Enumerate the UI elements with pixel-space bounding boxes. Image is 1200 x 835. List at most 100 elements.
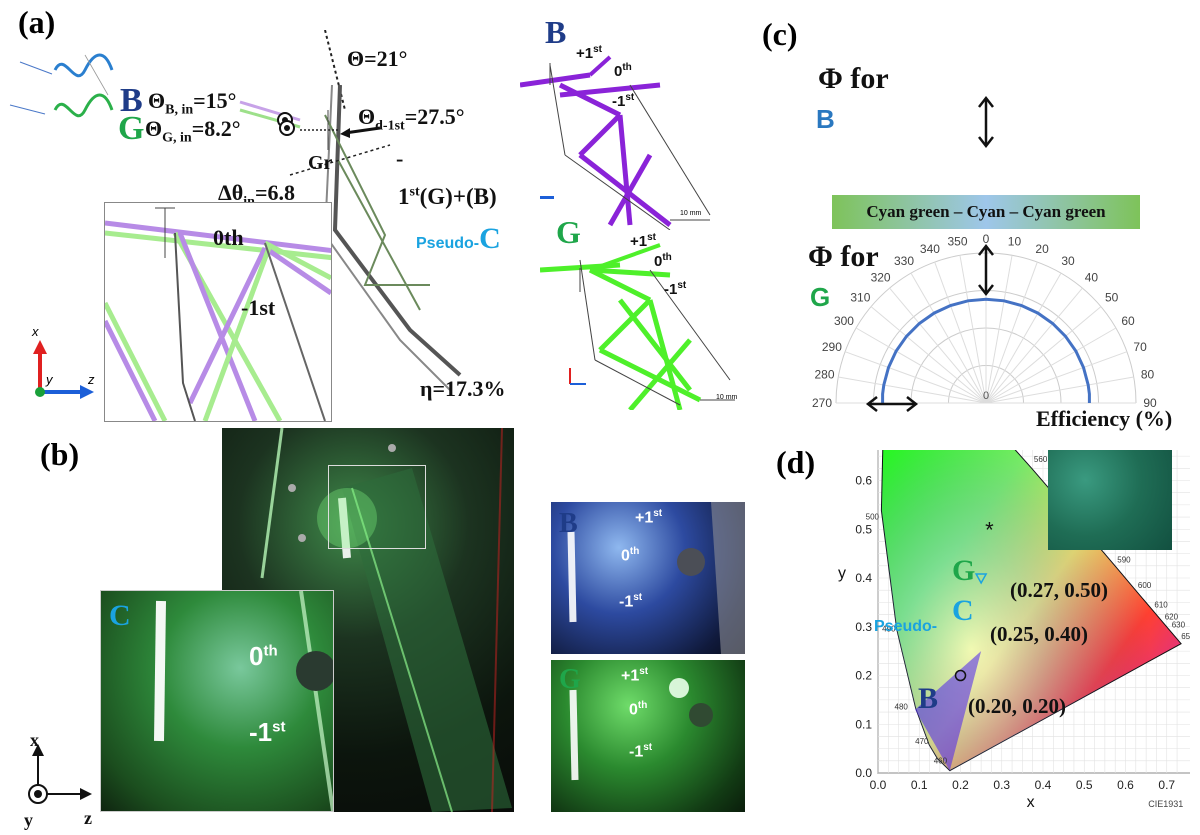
polar-spoke xyxy=(855,327,987,404)
delta-sym: Δθ xyxy=(218,180,244,205)
d-B-letter: B xyxy=(918,682,939,715)
sim-G-rays xyxy=(540,243,735,410)
a-zoom-minus1st: -1st xyxy=(241,295,276,320)
pseudo-c-label: Pseudo-C xyxy=(416,222,501,256)
polar-spoke xyxy=(934,261,987,404)
a-axis-y: y xyxy=(46,372,53,387)
b-axis-triad xyxy=(28,744,92,804)
theta-d-sym: Θ xyxy=(358,104,376,129)
sim-B-axis-icon xyxy=(540,196,554,199)
cie-wavelength-label: 560 xyxy=(1034,455,1048,464)
panel-a-tag: (a) xyxy=(18,4,56,40)
theta-b-sym: Θ xyxy=(148,88,166,113)
b-G-photo: G +1st 0th -1st xyxy=(551,660,745,812)
polar-tick-label: 270 xyxy=(812,396,832,410)
polar-spoke xyxy=(985,351,1128,404)
b-inset-m1st: -1st xyxy=(249,717,285,748)
b-G-scene xyxy=(569,678,713,781)
cie-x-tick-label: 0.2 xyxy=(952,778,969,792)
polar-tick-label: 30 xyxy=(1061,254,1075,268)
a-axis-triad xyxy=(33,340,94,399)
theta-d-val: =27.5° xyxy=(404,104,465,129)
cie-point-C xyxy=(974,573,988,585)
sim-B-letter: B xyxy=(545,14,567,50)
polar-spoke xyxy=(959,255,987,404)
sim-B-plus1: +1st xyxy=(576,44,602,62)
sim-B-rays xyxy=(520,55,711,230)
b-G-m1: -1 xyxy=(629,743,644,761)
cie-y-tick-label: 0.2 xyxy=(855,669,872,683)
b-inset-m1: -1 xyxy=(249,717,273,747)
cie-y-tick-label: 0.3 xyxy=(855,620,872,634)
b-axis-z: z xyxy=(84,808,92,828)
polar-tick-label: 50 xyxy=(1105,291,1119,305)
theta-b-val: =15° xyxy=(193,88,237,113)
cie-wavelength-label: 490 xyxy=(882,625,896,634)
efficiency-eta: η=17.3% xyxy=(420,376,506,401)
b-B-p1-sup: st xyxy=(653,508,663,519)
polar-radial-zero-label: 0 xyxy=(983,390,989,402)
panel-c-tag: (c) xyxy=(762,16,798,52)
polar-tick-label: 10 xyxy=(1008,234,1022,248)
polar-tick-label: 330 xyxy=(894,254,914,268)
polar-tick-label: 280 xyxy=(814,368,834,382)
phi-b-letter: B xyxy=(816,104,835,134)
delta-val: =6.8 xyxy=(254,180,296,205)
a-zoom-inset: 0th -1st xyxy=(104,202,332,422)
polar-tick-label: 70 xyxy=(1133,340,1147,354)
polar-tick-label: 0 xyxy=(983,232,990,246)
phi-g-label: Φ for xyxy=(808,240,879,273)
theta-b-in: ΘB, in=15° xyxy=(148,88,236,118)
cie-wavelength-label: 460 xyxy=(934,756,948,765)
cie-y-tick-label: 0.0 xyxy=(855,766,872,780)
order-pre: 1 xyxy=(398,184,410,209)
b-axis-x: x xyxy=(30,730,39,750)
sim-G-axis-icon xyxy=(569,368,586,385)
b-G-z: 0 xyxy=(629,701,638,719)
b-main-photo-box xyxy=(328,465,426,549)
polar-spoke xyxy=(985,327,1117,404)
polar-spoke xyxy=(889,287,987,404)
sim-G-z-sup: th xyxy=(662,252,672,263)
sim-G-minus1: -1st xyxy=(664,280,686,298)
minus-label: - xyxy=(396,146,404,171)
cie-y-axis-label: y xyxy=(838,565,846,582)
cie-x-tick-label: 0.0 xyxy=(870,778,887,792)
polar-tick-label: 320 xyxy=(871,270,891,284)
b-G-p1-sup: st xyxy=(639,666,649,677)
theta-grating: Θ=21° xyxy=(347,46,408,71)
cie-footer: CIE1931 xyxy=(1148,799,1183,809)
sim-G-m1-sup: st xyxy=(677,280,687,291)
b-B-p1: +1 xyxy=(635,509,654,527)
b-G-m1-sup: st xyxy=(643,742,653,753)
efficiency-label: Efficiency (%) xyxy=(1036,406,1173,431)
order-sup: st xyxy=(409,184,420,200)
grating-label: Gr xyxy=(308,152,333,174)
panel-b-tag: (b) xyxy=(40,436,80,472)
sim-G-z: 0 xyxy=(654,253,663,270)
polar-spoke xyxy=(838,376,987,404)
d-B-coord: (0.20, 0.20) xyxy=(968,694,1066,718)
polar-tick-label: 90 xyxy=(1143,396,1157,410)
cie-wavelength-label: 470 xyxy=(915,737,929,746)
theta-diffraction: Θd-1st=27.5° xyxy=(358,104,465,134)
phi-g-arrow-icon xyxy=(978,243,994,297)
cie-x-axis-label: x xyxy=(1027,794,1035,811)
order-post: (G)+(B) xyxy=(419,184,497,209)
a-axis-z: z xyxy=(88,372,95,387)
a-zoom-0th: 0th xyxy=(213,225,244,250)
polar-tick-label: 340 xyxy=(920,242,940,256)
polar-spoke xyxy=(985,376,1134,404)
theta-g-in: ΘG, in=8.2° xyxy=(145,116,241,146)
cie-point-B xyxy=(954,669,967,682)
cie-wavelength-label: 630 xyxy=(1172,621,1186,630)
sim-B-z-sup: th xyxy=(622,62,632,73)
polar-spoke xyxy=(985,255,1013,404)
sim-G-plus1: +1st xyxy=(630,232,656,250)
cie-wavelength-label: 610 xyxy=(1154,600,1168,609)
polar-tick-label: 20 xyxy=(1035,242,1049,256)
polar-tick-label: 80 xyxy=(1141,368,1155,382)
cie-x-tick-label: 0.6 xyxy=(1117,778,1134,792)
d-C-prefix: Pseudo- xyxy=(874,618,938,635)
d-G-coord: (0.27, 0.50) xyxy=(1010,578,1108,602)
